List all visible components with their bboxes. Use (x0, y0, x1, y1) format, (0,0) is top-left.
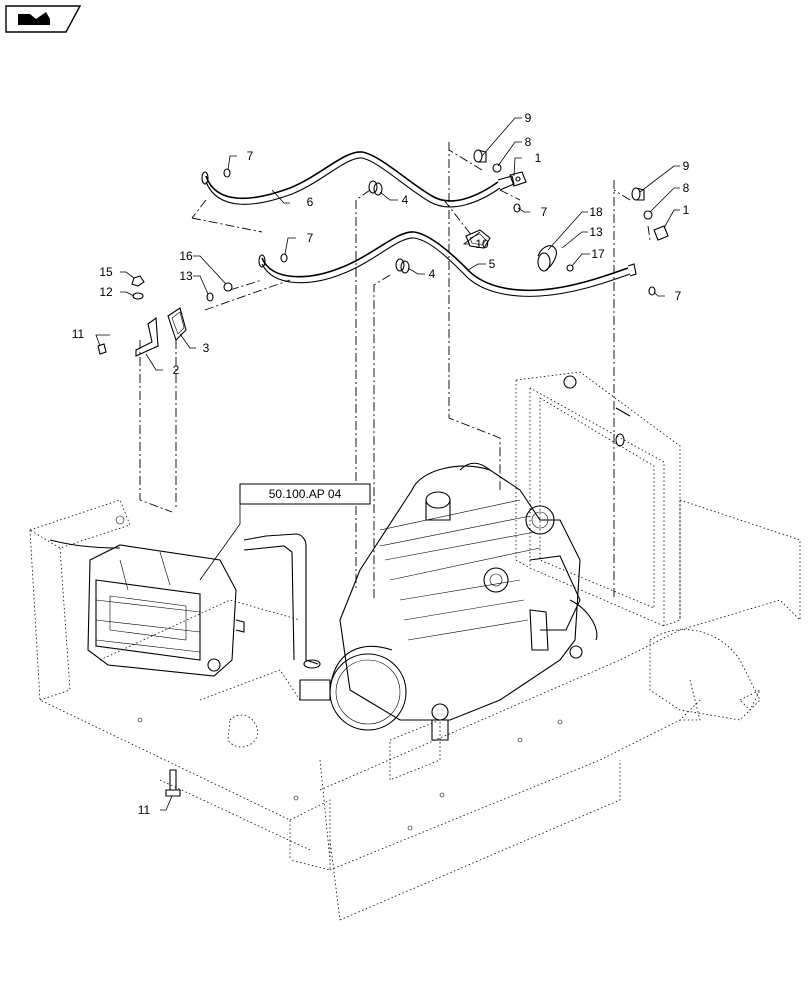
callout-7: 7 (307, 231, 314, 245)
callout-3: 3 (203, 341, 210, 355)
callout-17: 17 (591, 247, 605, 261)
elbow-18 (537, 245, 557, 272)
clamp-7-d (648, 286, 656, 296)
clamp-7-c (513, 203, 521, 213)
callout-13: 13 (589, 225, 603, 239)
callout-13: 12 (99, 285, 113, 299)
hose-clamp-4b (395, 258, 410, 274)
callout-8: 8 (683, 181, 690, 195)
fitting-group-right (631, 187, 669, 241)
callout-10: 10 (475, 237, 489, 251)
screw-17 (566, 264, 574, 272)
clamp-7-b (280, 253, 288, 263)
callout-5: 5 (489, 257, 496, 271)
callout-labels: 9 8 1 7 6 4 7 9 8 1 7 10 18 13 17 5 4 7 … (72, 111, 690, 817)
callout-15: 15 (99, 265, 113, 279)
nut-15 (131, 275, 145, 287)
view-orientation-icon[interactable] (5, 5, 82, 33)
bolt-11 (165, 769, 181, 797)
callout-16: 16 (179, 249, 193, 263)
radiator (515, 371, 681, 627)
callout-8: 8 (525, 135, 532, 149)
callout-14: 13 (179, 269, 193, 283)
assembly-guide-lines (139, 142, 651, 600)
callout-7: 7 (247, 149, 254, 163)
nut-16 (223, 282, 233, 292)
callout-7: 7 (675, 289, 682, 303)
callout-12: 11 (72, 327, 85, 341)
washer-13 (132, 292, 144, 300)
callout-1: 1 (683, 203, 690, 217)
callout-9: 9 (683, 159, 690, 173)
callout-7: 7 (541, 205, 548, 219)
callout-4: 4 (429, 267, 436, 281)
leader-lines (95, 117, 680, 811)
callout-9: 9 (525, 111, 532, 125)
callout-11: 11 (138, 803, 151, 817)
callout-18: 18 (589, 205, 603, 219)
fitting-group-left (473, 149, 527, 187)
bracket-2 (135, 316, 159, 357)
hose-6 (201, 151, 515, 208)
clamp-7-a (223, 168, 231, 178)
reference-box[interactable]: 50.100.AP 04 (239, 483, 371, 505)
charge-air-cooler (49, 539, 245, 677)
callout-6: 6 (307, 195, 314, 209)
machine-frame (29, 499, 801, 921)
callout-2: 2 (173, 363, 180, 377)
callout-1: 1 (535, 151, 542, 165)
hose-clamp-4a (368, 180, 383, 196)
bolt-12 (97, 343, 107, 355)
bracket-3 (167, 307, 187, 342)
washer-14 (206, 292, 214, 302)
intake-pipe (243, 533, 331, 701)
reference-text: 50.100.AP 04 (269, 487, 342, 501)
callout-4: 4 (402, 193, 409, 207)
engine (329, 462, 598, 741)
hose-5 (258, 231, 637, 297)
